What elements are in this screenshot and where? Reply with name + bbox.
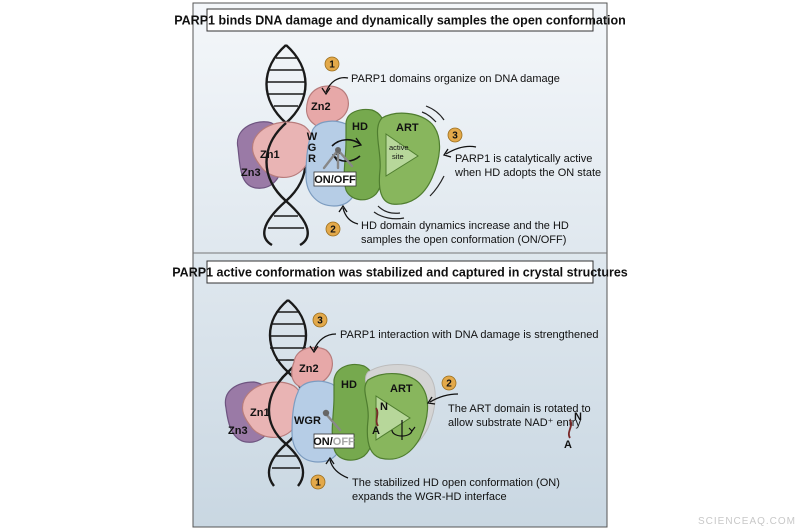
step-2-text-line2: samples the open conformation (ON/OFF) [361,234,566,246]
step-2-arrow [342,207,359,225]
step-number-3: 3 [452,131,458,142]
active-site-label-1: active [389,143,409,152]
step-number-2-bottom: 2 [446,379,452,390]
motion-lines-top [373,105,445,220]
rotation-arrow [391,420,416,440]
step-badge-3 [447,127,463,143]
art-label: ART [396,122,419,134]
wgr-hd-pivot [322,409,330,417]
on-off-switch-box [313,171,357,187]
zn2-label: Zn2 [311,101,331,113]
top-panel: PARP1 binds DNA damage and dynamically s… [174,8,626,247]
nad-molecule-label: N A [564,411,582,451]
hd-pivot [335,147,341,153]
step-3-arrow [445,145,477,155]
step-number-2: 2 [330,225,336,236]
step-3-text-line1: PARP1 is catalytically active [455,153,592,165]
step-1-arrow [325,76,349,93]
active-site-pocket [385,133,419,177]
step-1-text-line1-bottom: The stabilized HD open conformation (ON) [352,477,560,489]
step-2-text-line1-bottom: The ART domain is rotated to [448,403,591,415]
hd-label-bottom: HD [341,379,357,391]
wgr-hd-helix-sticks [324,412,342,432]
step-1-arrow-bottom [329,459,349,479]
top-panel-title: PARP1 binds DNA damage and dynamically s… [174,14,625,28]
wgr-label: W G R [307,131,318,165]
active-site-label-2: site [392,152,404,161]
step-3-arrow-bottom [313,333,337,351]
svg-text:G: G [308,142,317,154]
step-1-text-line2-bottom: expands the WGR-HD interface [352,491,507,503]
bottom-panel: PARP1 active conformation was stabilized… [172,260,628,503]
wgr-label-bottom: WGR [294,415,321,427]
step-badge-1-bottom [310,474,326,490]
nad-molecule-pocket: N A [372,401,388,437]
zn2-domain [305,85,349,128]
step-badge-3-bottom [312,312,328,328]
zn2-label-bottom: Zn2 [299,363,319,375]
svg-text:W: W [307,131,318,143]
bottom-title-box [206,260,594,284]
svg-text:R: R [308,153,316,165]
zn3-label-bottom: Zn3 [228,425,248,437]
nad-a-label: A [564,439,572,451]
zn1-label: Zn1 [260,149,280,161]
step-badge-1 [324,56,340,72]
zn3-label: Zn3 [241,167,261,179]
step-badge-2 [325,221,341,237]
step-1-text: PARP1 domains organize on DNA damage [351,73,560,85]
step-number-1: 1 [329,60,335,71]
zn1-label-bottom: Zn1 [250,407,270,419]
art-label-bottom: ART [390,383,413,395]
on-off-switch-box-bottom [313,433,355,449]
bottom-panel-title: PARP1 active conformation was stabilized… [172,266,628,280]
step-number-1-bottom: 1 [315,478,321,489]
step-2-text-line2-bottom: allow substrate NAD⁺ entry [448,417,581,429]
top-title-box [206,8,594,32]
step-number-3-bottom: 3 [317,316,323,327]
step-3-text-bottom: PARP1 interaction with DNA damage is str… [340,329,598,341]
step-badge-2-bottom [441,375,457,391]
nad-n-pocket: N [380,401,388,413]
step-2-text-line1: HD domain dynamics increase and the HD [361,220,569,232]
watermark: SCIENCEAQ.COM [698,516,796,527]
on-off-switch-bottom: ON/OFF [313,436,355,448]
nad-a-pocket: A [372,425,380,437]
step-2-arrow-bottom [429,393,459,403]
nad-n-label: N [574,411,582,423]
step-3-text-line2: when HD adopts the ON state [454,167,601,179]
hd-label: HD [352,121,368,133]
on-off-switch: ON/OFF [314,174,356,186]
